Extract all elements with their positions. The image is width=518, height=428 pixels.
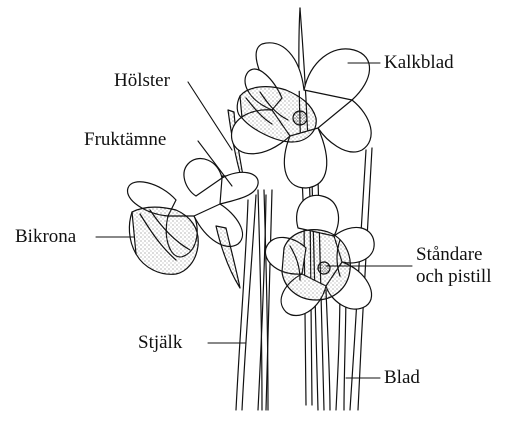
label-fruktamne: Fruktämne: [84, 129, 166, 151]
label-standare-och-pistill: Ståndare och pistill: [416, 244, 491, 288]
label-blad: Blad: [384, 367, 420, 389]
label-bikrona: Bikrona: [15, 226, 76, 248]
label-standare-line2: och pistill: [416, 266, 491, 288]
right-daffodil: [265, 195, 374, 315]
label-kalkblad: Kalkblad: [384, 52, 454, 74]
leader-holster: [188, 82, 232, 150]
label-holster: Hölster: [114, 70, 170, 92]
upper-daffodil: [228, 43, 371, 192]
label-stjalk: Stjälk: [138, 332, 182, 354]
label-standare-line1: Ståndare: [416, 244, 491, 266]
left-daffodil: [128, 159, 259, 288]
